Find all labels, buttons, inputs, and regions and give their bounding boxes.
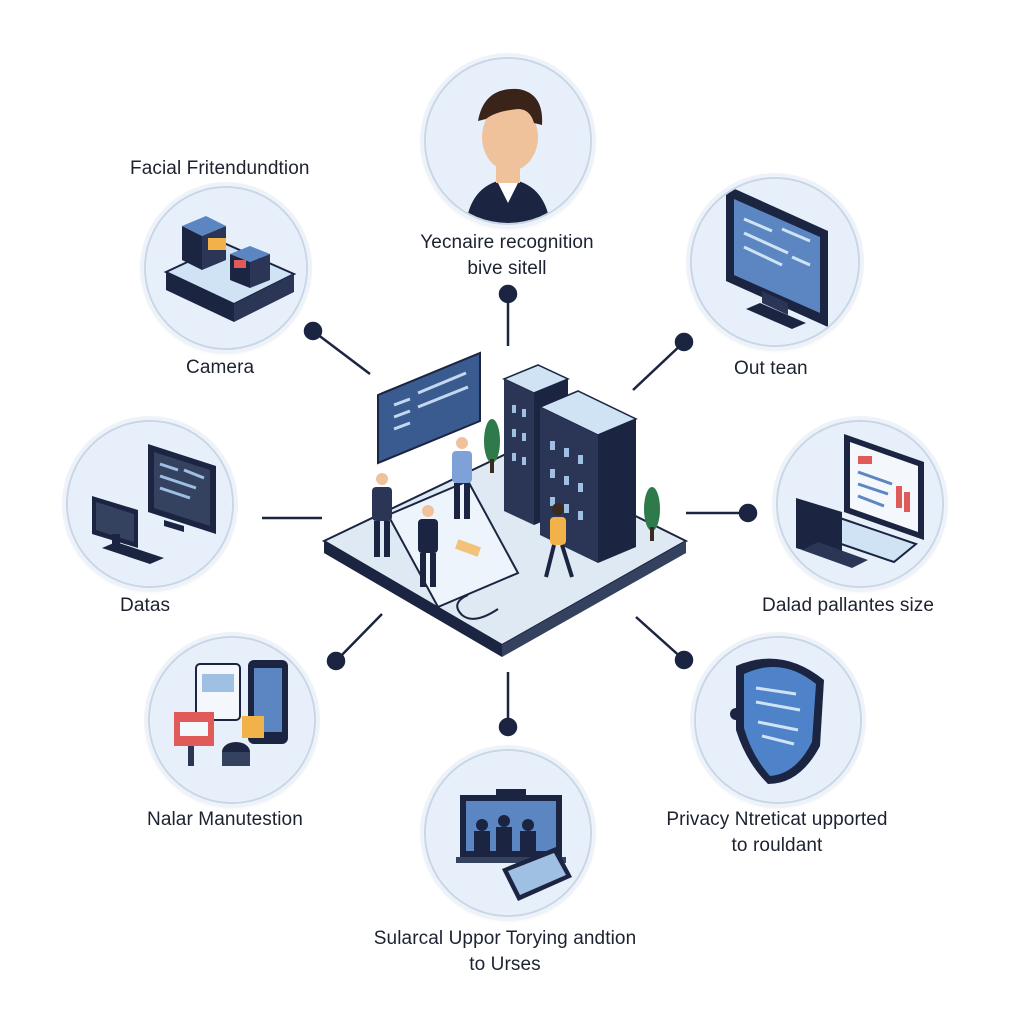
node-privacy (694, 636, 862, 804)
label-laptop: Dalad pallantes size (762, 595, 935, 616)
node-nalar (148, 636, 316, 804)
isometric-office-icon (321, 351, 689, 657)
label-surveillance-line2: to Urses (469, 954, 541, 975)
label-privacy-line1: Privacy Ntreticat upported (666, 809, 888, 830)
label-nalar: Nalar Manutestion (147, 809, 303, 830)
connector-monitor (632, 341, 685, 391)
node-monitor (690, 177, 860, 347)
camera-device-icon (146, 188, 306, 348)
label-privacy-line2: to rouldant (731, 835, 823, 856)
label-person-line1: Yecnaire recognition (420, 232, 594, 253)
node-person (424, 57, 592, 225)
person-profile-icon (426, 59, 590, 223)
devices-icon (150, 638, 314, 802)
monitor-icon (692, 179, 858, 345)
label-camera: Camera (186, 357, 255, 378)
connector-privacy (635, 616, 685, 661)
label-monitor: Out tean (734, 358, 808, 379)
video-conference-icon (426, 751, 590, 915)
label-person-line2: bive sitell (467, 258, 547, 279)
label-surveillance: Sularcal Uppor Torying andtion to Urses (340, 926, 670, 978)
label-surveillance-line1: Sularcal Uppor Torying andtion (373, 928, 637, 949)
label-camera-title: Facial Fritendundtion (130, 158, 310, 179)
label-datas: Datas (120, 595, 171, 616)
node-surveillance (424, 749, 592, 917)
label-privacy: Privacy Ntreticat upported to rouldant (642, 807, 912, 859)
connector-camera (312, 330, 371, 375)
node-datas (66, 420, 234, 588)
workstation-icon (68, 422, 232, 586)
node-camera (144, 186, 308, 350)
laptop-icon (778, 422, 942, 586)
node-laptop (776, 420, 944, 588)
connector-nalar (335, 613, 383, 662)
label-person: Yecnaire recognition bive sitell (394, 230, 620, 282)
shield-icon (696, 638, 860, 802)
